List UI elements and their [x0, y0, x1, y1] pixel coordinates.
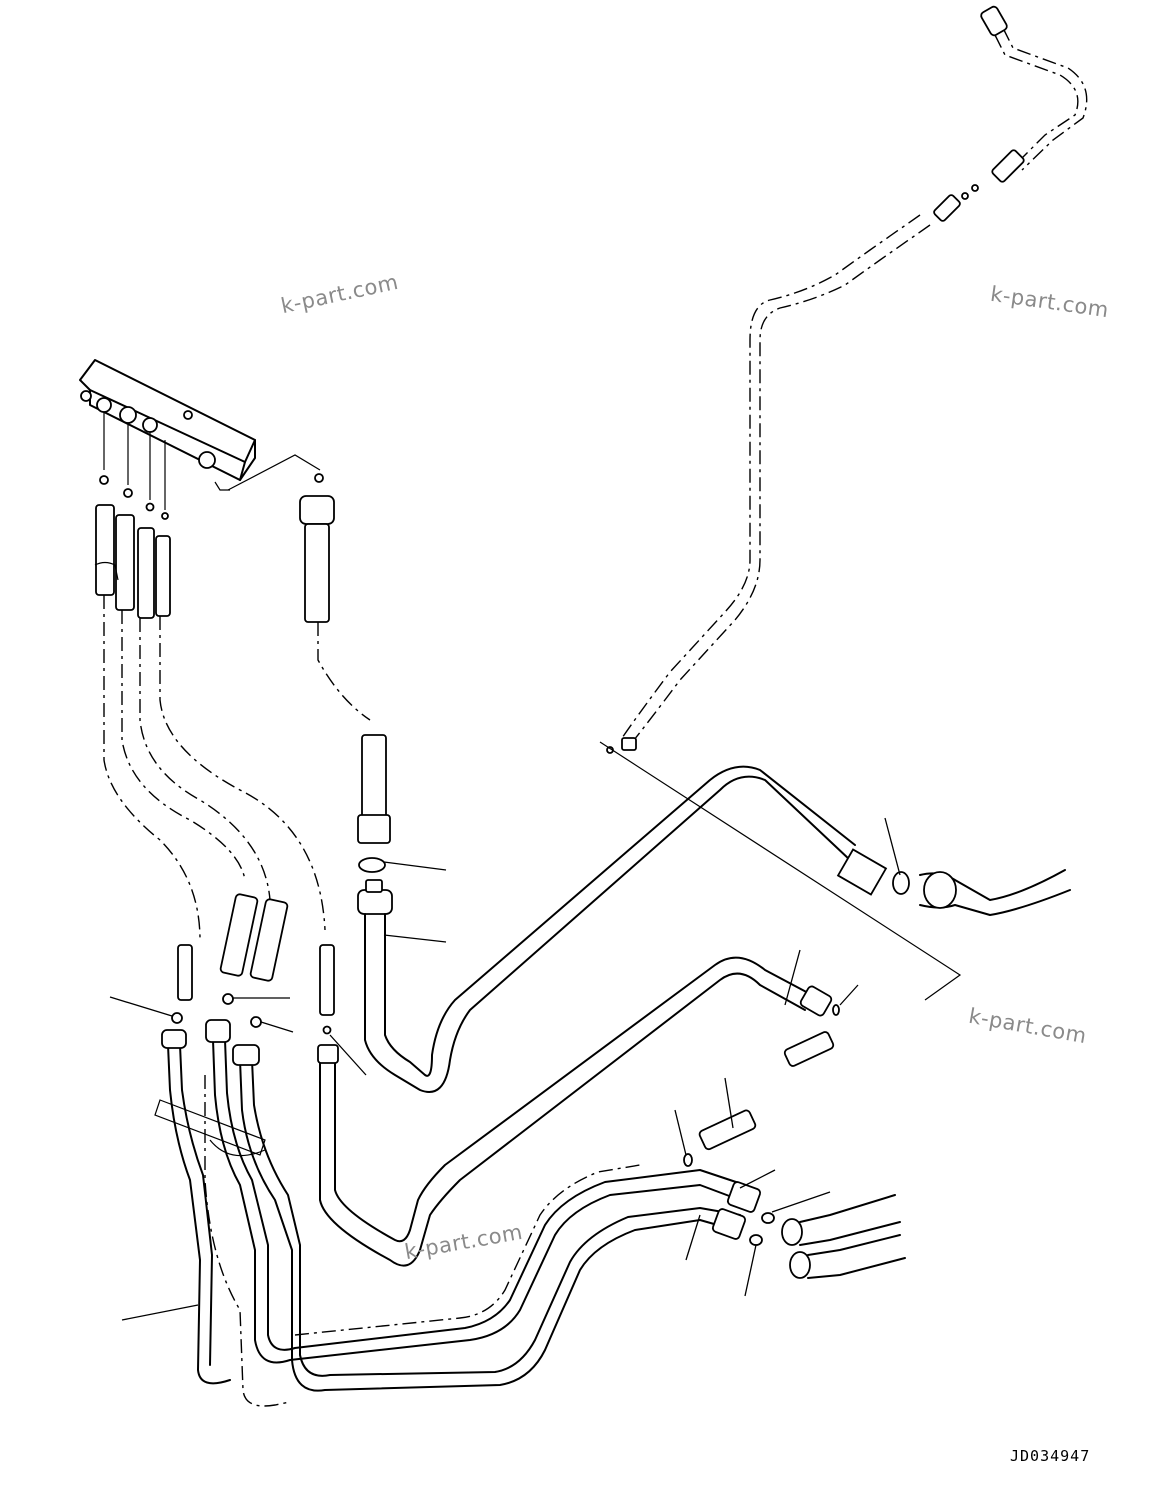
left-pipe-bundle [154, 1019, 775, 1407]
middle-fittings [171, 893, 335, 1035]
group-outline [599, 741, 962, 1001]
hose-end-fittings [94, 495, 335, 623]
valve-manifold-block [79, 359, 321, 491]
callout-leaders [109, 817, 901, 1321]
long-tube [317, 956, 840, 1267]
lower-right-hose-ends [781, 1194, 906, 1279]
manifold-port-leaders [99, 412, 324, 520]
left-hose-runs [103, 595, 391, 941]
drawing-code-label: JD034947 [1010, 1447, 1091, 1465]
upper-right-hose-assembly [606, 5, 1088, 754]
center-tube-assembly [357, 765, 1071, 1093]
